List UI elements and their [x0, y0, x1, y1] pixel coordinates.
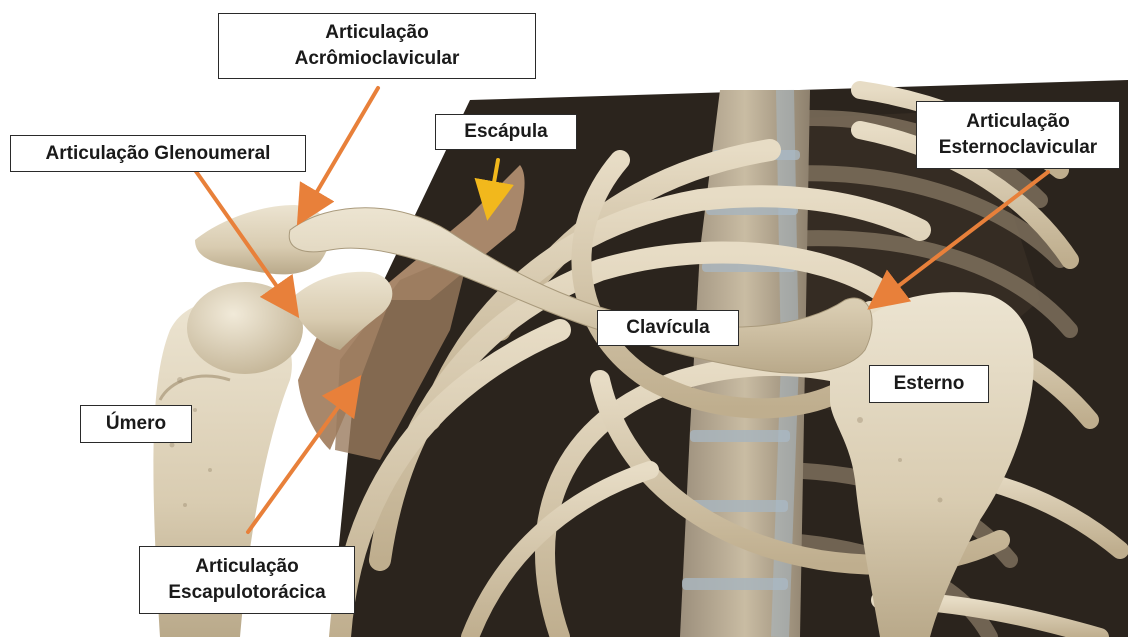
label-escapula: Escápula: [435, 114, 577, 150]
label-clavicula: Clavícula: [597, 310, 739, 346]
label-escapula-text: Escápula: [464, 119, 547, 145]
label-esternoclavicular-line1: Articulação: [966, 109, 1069, 135]
label-glenoumeral: Articulação Glenoumeral: [10, 135, 306, 172]
label-clavicula-text: Clavícula: [626, 315, 709, 341]
label-escapulotoracica-line2: Escapulotorácica: [168, 580, 325, 606]
label-umero: Úmero: [80, 405, 192, 443]
label-acromioclavicular: Articulação Acrômioclavicular: [218, 13, 536, 79]
label-glenoumeral-text: Articulação Glenoumeral: [46, 141, 271, 167]
label-acromioclavicular-line2: Acrômioclavicular: [295, 46, 460, 72]
label-escapulotoracica: Articulação Escapulotorácica: [139, 546, 355, 614]
label-umero-text: Úmero: [106, 411, 166, 437]
label-acromioclavicular-line1: Articulação: [325, 20, 428, 46]
label-esternoclavicular: Articulação Esternoclavicular: [916, 101, 1120, 169]
arrow-acromioclavicular: [305, 88, 378, 212]
label-esterno-text: Esterno: [894, 371, 965, 397]
label-escapulotoracica-line1: Articulação: [195, 554, 298, 580]
label-esternoclavicular-line2: Esternoclavicular: [939, 135, 1097, 161]
label-esterno: Esterno: [869, 365, 989, 403]
